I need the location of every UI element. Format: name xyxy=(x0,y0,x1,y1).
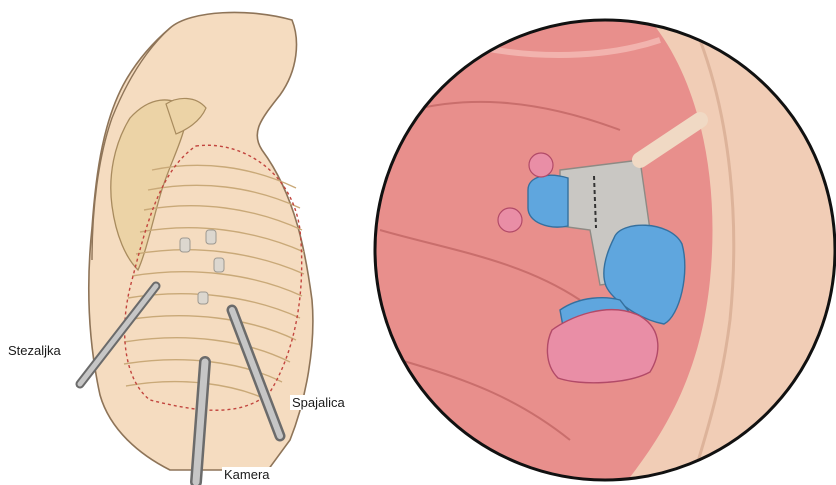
stapler-label: Spajalica xyxy=(290,395,347,410)
clamp-label: Stezaljka xyxy=(6,343,63,358)
camera-label: Kamera xyxy=(222,467,272,482)
